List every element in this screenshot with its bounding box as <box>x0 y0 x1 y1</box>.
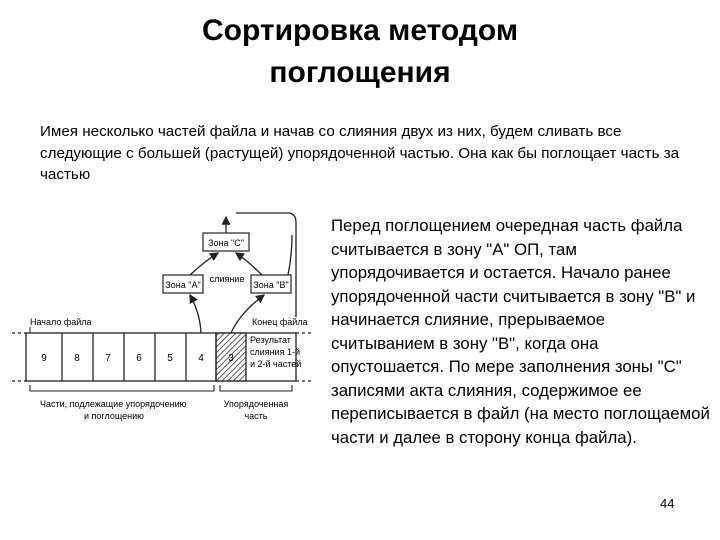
cell-3: 3 <box>228 353 234 364</box>
slide-title: Сортировка методом поглощения <box>0 10 720 94</box>
file-end-label: Конец файла <box>252 317 308 327</box>
ordered-label-line-2: часть <box>244 411 267 421</box>
result-line-3: и 2-й частей <box>250 359 301 369</box>
zone-a-label: Зона "А" <box>165 280 200 290</box>
zone-a-box: Зона "А" <box>162 274 204 294</box>
ordered-bracket <box>219 385 293 392</box>
page-number: 44 <box>660 496 675 511</box>
cell-8: 8 <box>74 353 80 364</box>
cell-4: 4 <box>198 353 204 364</box>
merge-label: слияние <box>210 274 245 284</box>
zone-b-box: Зона "В" <box>250 274 292 294</box>
parts-label-line-2: и поглощению <box>84 411 144 421</box>
file-start-label: Начало файла <box>30 317 92 327</box>
merge-result-label: Результат слияния 1-й и 2-й частей <box>250 335 301 369</box>
cell-6: 6 <box>136 353 142 364</box>
zone-c-box: Зона "С" <box>202 232 250 252</box>
cell-9: 9 <box>41 353 47 364</box>
parts-label-line-1: Части, подлежащие упорядочению <box>40 399 187 409</box>
ordered-label-line-1: Упорядоченная <box>224 399 289 409</box>
title-line-1: Сортировка методом <box>201 14 519 47</box>
zone-c-label: Зона "С" <box>208 238 244 248</box>
result-line-2: слияния 1-й <box>250 347 300 357</box>
cell-7: 7 <box>105 353 111 364</box>
zone-b-label: Зона "В" <box>253 280 288 290</box>
file-strip <box>12 332 312 382</box>
merged-part-hatched <box>215 332 247 382</box>
flow-arrows <box>189 212 297 334</box>
description-text: Перед поглощением очередная часть файла … <box>331 216 710 447</box>
cell-5: 5 <box>167 353 173 364</box>
absorption-sort-diagram: 9 8 7 6 5 4 3 Зона "С" Зона "А" Зона "В"… <box>12 212 312 421</box>
intro-text: Имея несколько частей файла и начав со с… <box>40 123 680 183</box>
result-line-1: Результат <box>250 335 291 345</box>
title-line-2: поглощения <box>269 56 451 89</box>
parts-bracket <box>29 385 215 392</box>
